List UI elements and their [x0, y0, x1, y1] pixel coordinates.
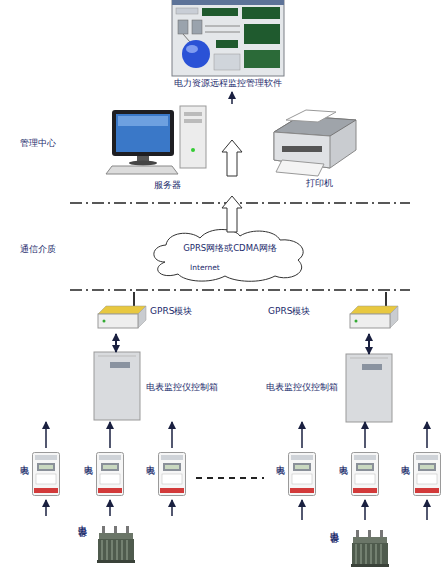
node-label: 电表 — [276, 458, 286, 460]
flow-arrow — [171, 422, 173, 448]
transformer — [351, 530, 389, 567]
cabinet-node: 电表监控仪控制箱 — [264, 354, 392, 422]
gprs-node: GPRS模块 — [92, 300, 204, 334]
node-label: 电力设备 — [78, 518, 88, 522]
dash-dot-divider — [70, 202, 410, 204]
dash-dot-divider — [70, 289, 410, 291]
node-label: 电表 — [401, 458, 411, 460]
flow-arrow — [231, 92, 233, 104]
node-label: 打印机 — [306, 178, 333, 188]
section-label: 管理中心 — [20, 138, 56, 148]
network-cloud: GPRS网络或CDMA网络 Internet — [150, 232, 310, 282]
node-label: 电力资源远程监控管理软件 — [168, 78, 288, 88]
meter-node: 电表 — [339, 448, 379, 500]
section-label: 通信介质 — [20, 244, 56, 254]
node-label: 电表监控仪控制箱 — [266, 382, 338, 392]
software-screenshot — [172, 0, 284, 76]
electric-meter — [289, 453, 316, 496]
flow-arrow — [109, 422, 111, 448]
flow-arrow — [426, 422, 428, 448]
node-label: 电表 — [146, 458, 156, 460]
cabinet-node: 电表监控仪控制箱 — [94, 352, 234, 422]
node-label: GPRS网络或CDMA网络 — [150, 244, 310, 254]
electric-meter — [352, 453, 379, 496]
node-label: GPRS模块 — [150, 306, 192, 316]
flow-arrow — [368, 334, 370, 354]
meter-node: 电表 — [146, 448, 186, 500]
node-label: 电表 — [20, 458, 30, 460]
flow-arrow — [301, 422, 303, 448]
device-node: 电力设备 — [330, 520, 398, 570]
server-computer — [106, 106, 206, 174]
electric-meter — [159, 453, 186, 496]
flow-arrow — [364, 500, 366, 520]
continuation-dashes — [196, 477, 264, 479]
flow-arrow — [115, 334, 117, 352]
flow-arrow — [364, 422, 366, 448]
flow-arrow — [171, 500, 173, 516]
node-label: 电表监控仪控制箱 — [146, 382, 218, 392]
control-cabinet — [346, 354, 392, 422]
software-node: 电力资源远程监控管理软件 — [168, 0, 288, 92]
device-node: 电力设备 — [78, 516, 142, 568]
hollow-arrow — [222, 140, 242, 176]
cloud-shape — [154, 230, 303, 282]
electric-meter — [97, 453, 124, 496]
gprs-module — [350, 292, 398, 328]
node-label: Internet — [190, 264, 220, 273]
flow-arrow — [426, 500, 428, 520]
flow-arrow — [45, 422, 47, 448]
hollow-arrow — [222, 196, 242, 232]
transformer — [97, 526, 135, 563]
gprs-module — [98, 292, 146, 328]
flow-arrow — [45, 500, 47, 516]
flow-arrow — [301, 500, 303, 520]
meter-node: 电表 — [401, 448, 441, 500]
control-cabinet — [94, 352, 140, 420]
flow-arrow — [109, 500, 111, 516]
printer — [274, 110, 356, 176]
server-node: 服务器 — [108, 104, 236, 196]
electric-meter — [33, 453, 60, 496]
meter-node: 电表 — [84, 448, 124, 500]
electric-meter — [414, 453, 441, 496]
meter-node: 电表 — [20, 448, 60, 500]
gprs-node: GPRS模块 — [264, 300, 388, 334]
node-label: 电表 — [84, 458, 94, 460]
node-label: 服务器 — [154, 180, 181, 190]
node-label: GPRS模块 — [268, 306, 310, 316]
node-label: 电表 — [339, 458, 349, 460]
printer-node: 打印机 — [268, 106, 364, 196]
meter-node: 电表 — [276, 448, 316, 500]
node-label: 电力设备 — [330, 524, 340, 528]
